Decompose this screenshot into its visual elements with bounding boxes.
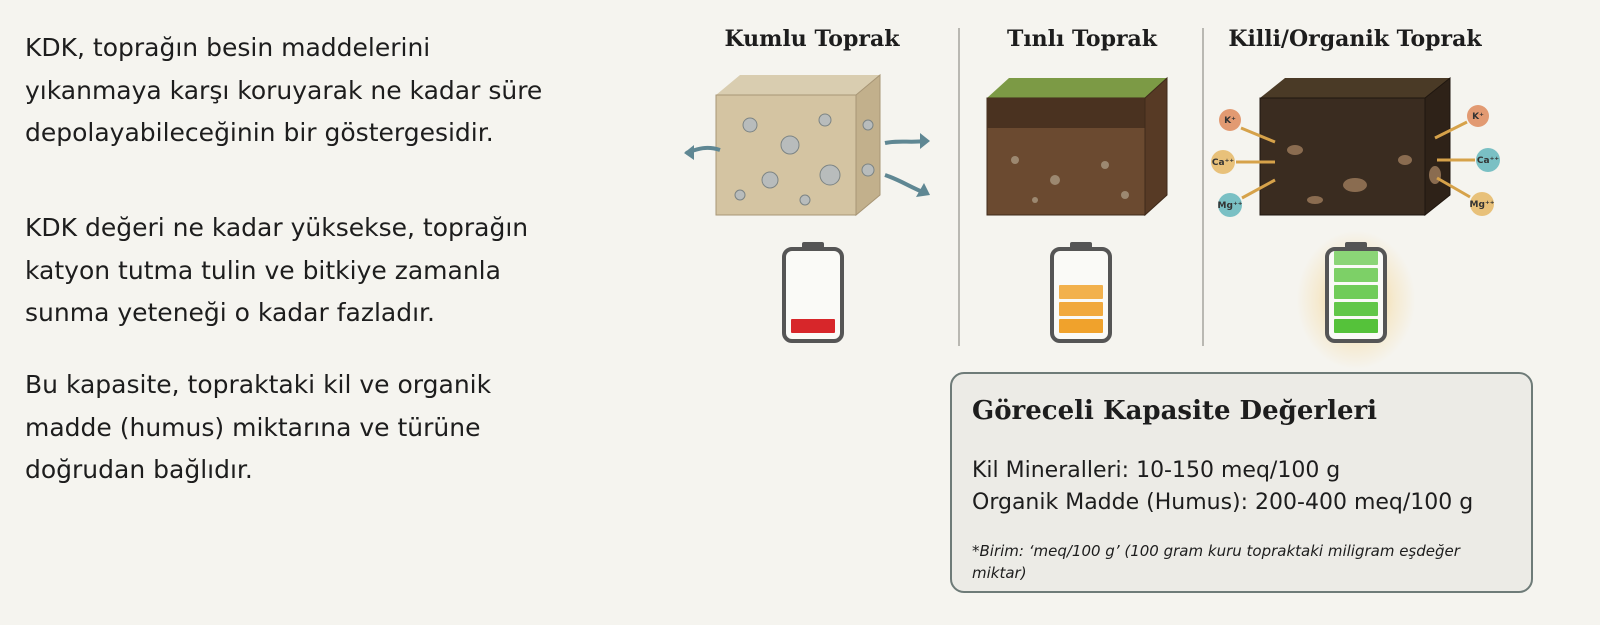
battery-segment (1059, 285, 1103, 299)
paragraph-dependency: Bu kapasite, topraktaki kil ve organik m… (25, 364, 665, 492)
battery-full-icon (1325, 242, 1387, 343)
paragraph-definition: KDK, toprağın besin maddelerini yıkanmay… (25, 27, 665, 155)
ion-label: Mg⁺⁺ (1470, 200, 1495, 210)
battery-segment (1334, 319, 1378, 333)
capacity-values-panel: Göreceli Kapasite Değerleri Kil Minerall… (950, 372, 1533, 593)
organic-capacity: Organik Madde (Humus): 200-400 meq/100 g (972, 490, 1474, 515)
panel-title: Göreceli Kapasite Değerleri (972, 396, 1378, 426)
text-line: sunma yeteneği o kadar fazladır. (25, 298, 435, 327)
battery-segment (1334, 302, 1378, 316)
ion-label: Ca⁺⁺ (1477, 156, 1499, 166)
text-line: madde (humus) miktarına ve türüne (25, 412, 481, 442)
sandy-soil-illustration (684, 73, 930, 217)
text-line: yıkanmaya karşı koruyarak ne kadar süre (25, 75, 543, 105)
text-line: katyon tutma tulin ve bitkiye zamanla (25, 255, 501, 285)
battery-low-icon (782, 242, 844, 343)
text-line: Bu kapasite, topraktaki kil ve organik (25, 370, 492, 399)
clay-capacity: Kil Mineralleri: 10-150 meq/100 g (972, 458, 1341, 483)
ion-label: Mg⁺⁺ (1218, 201, 1243, 211)
ion-label: K⁺ (1472, 112, 1484, 122)
unit-note: *Birim: ‘meq/100 g’ (100 gram kuru topra… (972, 542, 1460, 582)
battery-segment (1334, 285, 1378, 299)
battery-segment (1059, 319, 1103, 333)
text-line: KDK, toprağın besin maddelerini (25, 33, 431, 62)
ion-label: Ca⁺⁺ (1212, 158, 1234, 168)
title-loam-soil: Tınlı Toprak (1006, 26, 1158, 52)
column-divider (1202, 28, 1204, 346)
battery-segment (1334, 251, 1378, 265)
text-line: KDK değeri ne kadar yüksekse, toprağın (25, 213, 529, 242)
text-line: doğrudan bağlıdır. (25, 455, 253, 484)
battery-medium-icon (1050, 242, 1112, 343)
battery-segment (1334, 268, 1378, 282)
paragraph-significance: KDK değeri ne kadar yüksekse, toprağın k… (25, 207, 665, 335)
title-sandy-soil: Kumlu Toprak (724, 26, 900, 52)
battery-segment (1059, 302, 1103, 316)
ion-label: K⁺ (1224, 116, 1236, 126)
clay-organic-soil-illustration: K⁺ Ca⁺⁺ Mg⁺⁺ K⁺ Ca⁺⁺ Mg⁺⁺ (1211, 76, 1500, 217)
battery-segment (791, 319, 835, 333)
battery-body (782, 247, 844, 343)
loam-soil-illustration (986, 76, 1168, 217)
column-divider (958, 28, 960, 346)
text-line: depolayabileceğinin bir göstergesidir. (25, 118, 494, 147)
title-clay-organic-soil: Killi/Organik Toprak (1228, 26, 1482, 52)
